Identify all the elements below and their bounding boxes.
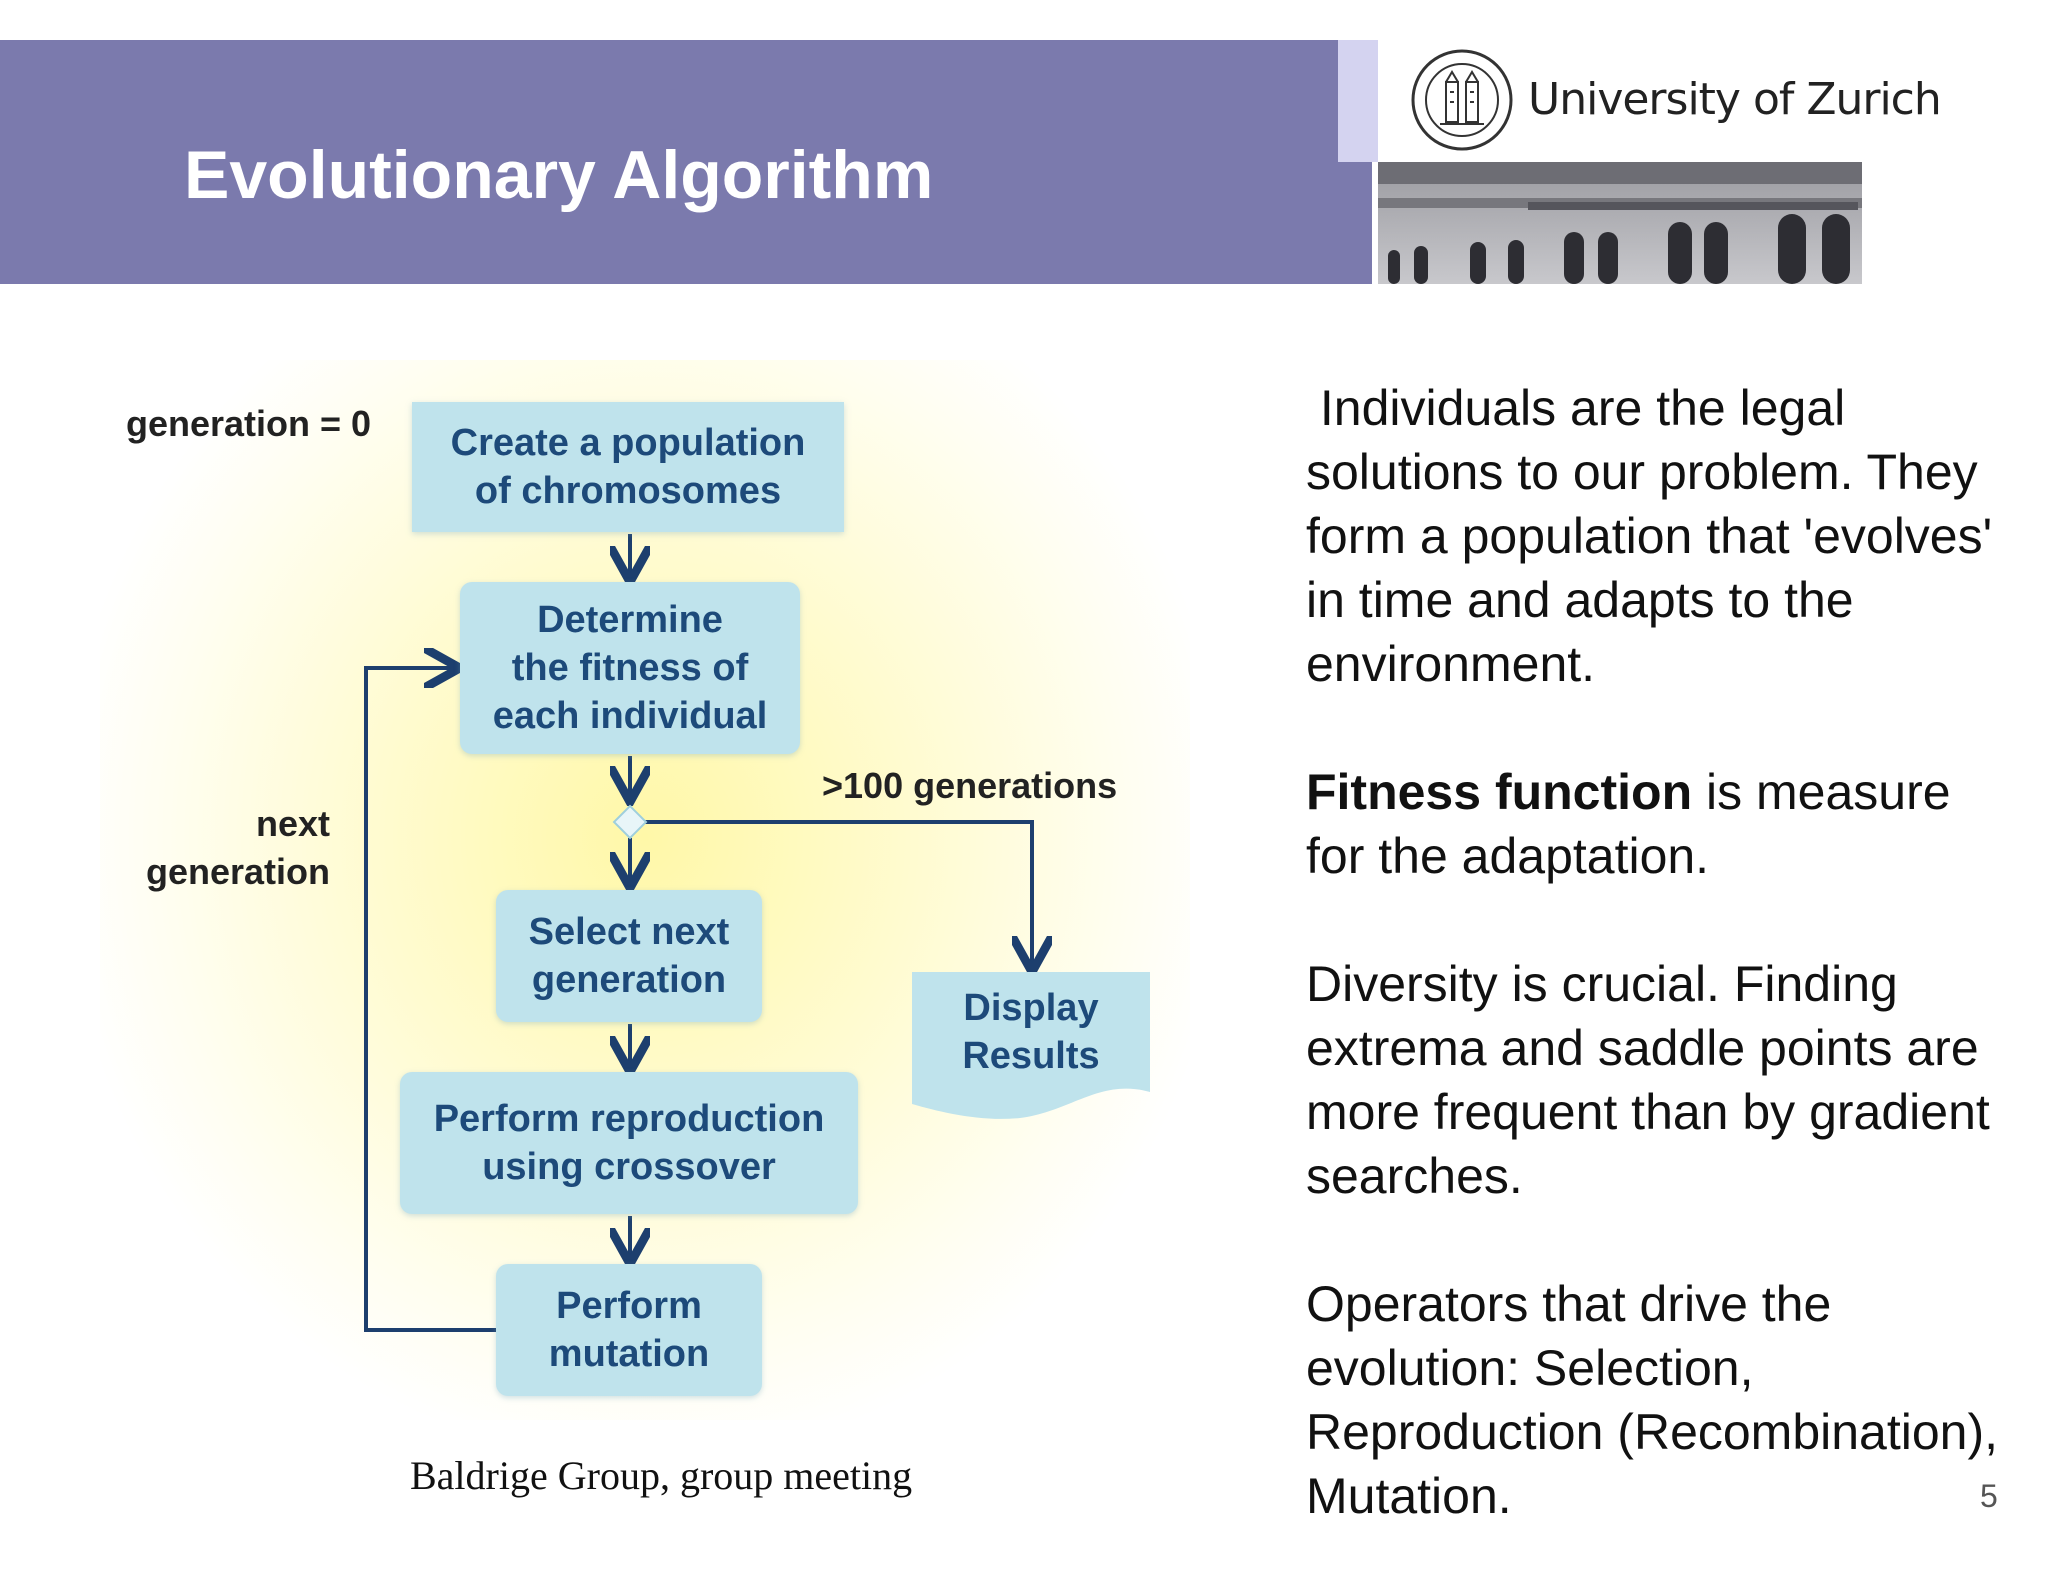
label-generation-zero: generation = 0	[126, 403, 372, 444]
university-logo: University of Zurich	[1400, 44, 1942, 156]
label-hundred-generations: >100 generations	[822, 765, 1118, 806]
slide-title: Evolutionary Algorithm	[184, 137, 934, 213]
flow-box-determine-fitness: Determine the fitness of each individual	[460, 582, 800, 754]
body-text: Individuals are the legal solutions to o…	[1306, 376, 2006, 1592]
paragraph-operators: Operators that drive the evolution: Sele…	[1306, 1276, 1999, 1524]
flow-box-select-generation: Select next generation	[496, 890, 762, 1022]
fitness-term: Fitness function	[1306, 764, 1693, 820]
university-name: University of Zurich	[1528, 74, 1942, 125]
flow-box-display-results: Display Results	[962, 987, 1100, 1077]
flowchart-connectors	[364, 534, 1150, 1332]
university-seal-icon	[1411, 49, 1513, 151]
page-number: 5	[1980, 1478, 1998, 1514]
flow-box-reproduction: Perform reproduction using crossover	[400, 1072, 858, 1214]
flow-box-mutation: Perform mutation	[496, 1264, 762, 1396]
paragraph-individuals: Individuals are the legal solutions to o…	[1306, 380, 2007, 692]
flow-box-create-population: Create a population of chromosomes	[412, 402, 844, 532]
building-photo	[1378, 162, 1862, 284]
fitness-description: is measure for the adaptation.	[1306, 764, 1965, 884]
label-next-generation: next generation	[145, 803, 330, 892]
banner-accent	[1338, 40, 1378, 162]
paragraph-fitness: Fitness function is measure for the adap…	[1306, 760, 2006, 888]
paragraph-diversity: Diversity is crucial. Finding extrema an…	[1306, 956, 1990, 1204]
title-banner	[0, 40, 1372, 284]
diagram-caption: Baldrige Group, group meeting	[410, 1453, 913, 1498]
